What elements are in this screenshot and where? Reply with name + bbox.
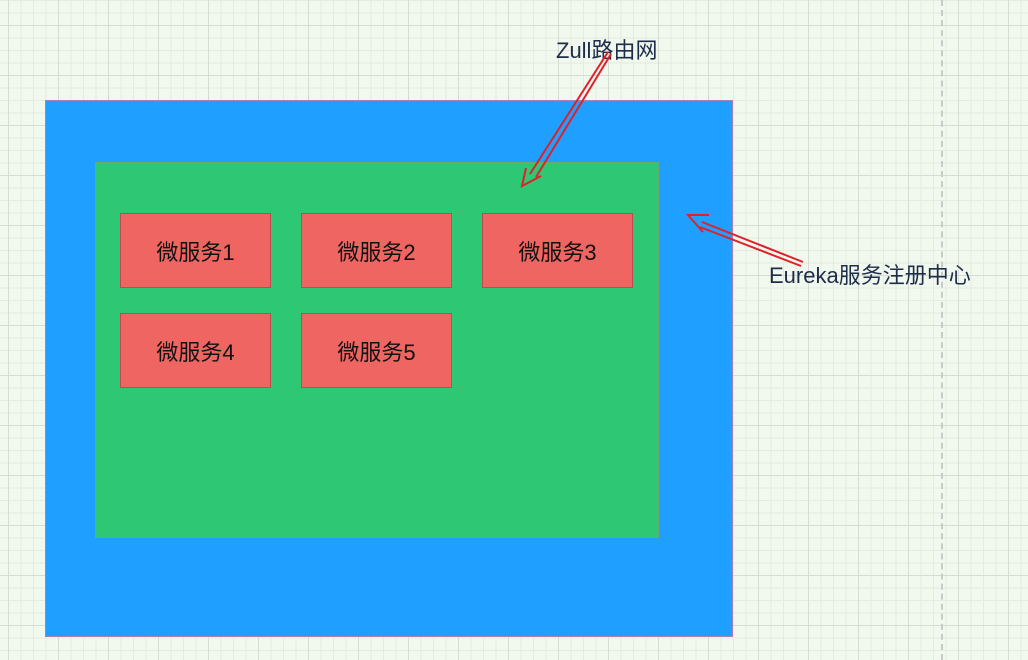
zuul-arrow-icon[interactable] — [520, 51, 612, 188]
eureka-arrow-icon[interactable] — [685, 214, 804, 267]
eureka-annotation[interactable]: Eureka服务注册中心 — [769, 263, 971, 288]
microservice-3[interactable]: 微服务3 — [482, 213, 633, 288]
zuul-annotation[interactable]: Zull路由网 — [556, 38, 658, 63]
microservice-label: 微服务1 — [156, 239, 235, 265]
microservice-4[interactable]: 微服务4 — [120, 313, 271, 388]
microservice-label: 微服务2 — [337, 239, 416, 265]
microservice-5[interactable]: 微服务5 — [301, 313, 452, 388]
microservice-1[interactable]: 微服务1 — [120, 213, 271, 288]
dashed-guide-line — [941, 0, 943, 660]
microservice-label: 微服务3 — [518, 239, 597, 265]
microservice-label: 微服务5 — [337, 339, 416, 365]
microservice-label: 微服务4 — [156, 339, 235, 365]
microservice-2[interactable]: 微服务2 — [301, 213, 452, 288]
